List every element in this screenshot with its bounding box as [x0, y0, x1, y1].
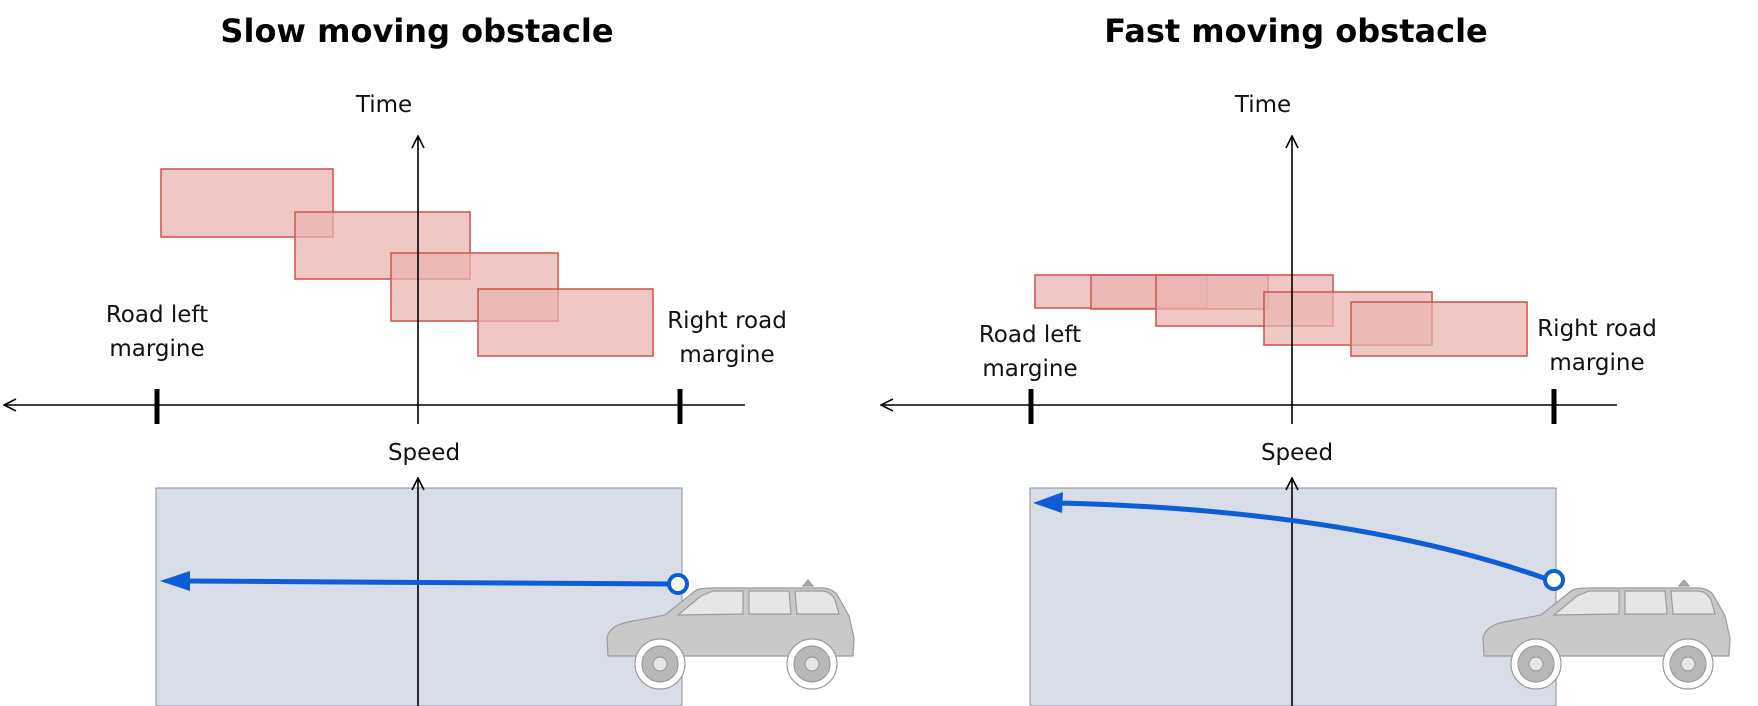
slow-obstacle-panel: Slow moving obstacle Time Road left marg… — [0, 0, 855, 706]
trajectory-start — [1543, 569, 1565, 591]
speed-axis-label: Speed — [387, 440, 461, 466]
occupancy-block — [160, 168, 334, 238]
panel-title: Fast moving obstacle — [1104, 12, 1488, 50]
panel-title: Slow moving obstacle — [220, 12, 614, 50]
occupancy-blocks — [160, 168, 654, 357]
speed-axis-label: Speed — [1260, 440, 1334, 466]
fast-obstacle-diagram — [879, 0, 1731, 706]
car-icon — [1482, 579, 1731, 690]
occupancy-blocks — [1034, 274, 1528, 357]
occupancy-block — [1350, 301, 1528, 357]
occupancy-block — [477, 288, 654, 357]
road-left-margin-label: Road left margine — [105, 302, 209, 362]
speed-region — [155, 487, 683, 706]
occupancy-block — [294, 211, 471, 280]
slow-obstacle-diagram — [0, 0, 855, 706]
car-icon — [606, 579, 855, 690]
trajectory-start — [667, 573, 689, 595]
trajectory — [1033, 492, 1565, 591]
right-road-margin-label: Right road margine — [667, 308, 787, 368]
trajectory — [160, 571, 689, 595]
time-axis-label: Time — [355, 92, 413, 118]
road-left-margin-label: Road left margine — [978, 322, 1082, 382]
time-axis-label: Time — [1234, 92, 1292, 118]
speed-region — [1029, 487, 1557, 706]
fast-obstacle-panel: Fast moving obstacle Time Road left marg… — [879, 0, 1758, 706]
right-road-margin-label: Right road margine — [1537, 316, 1657, 376]
